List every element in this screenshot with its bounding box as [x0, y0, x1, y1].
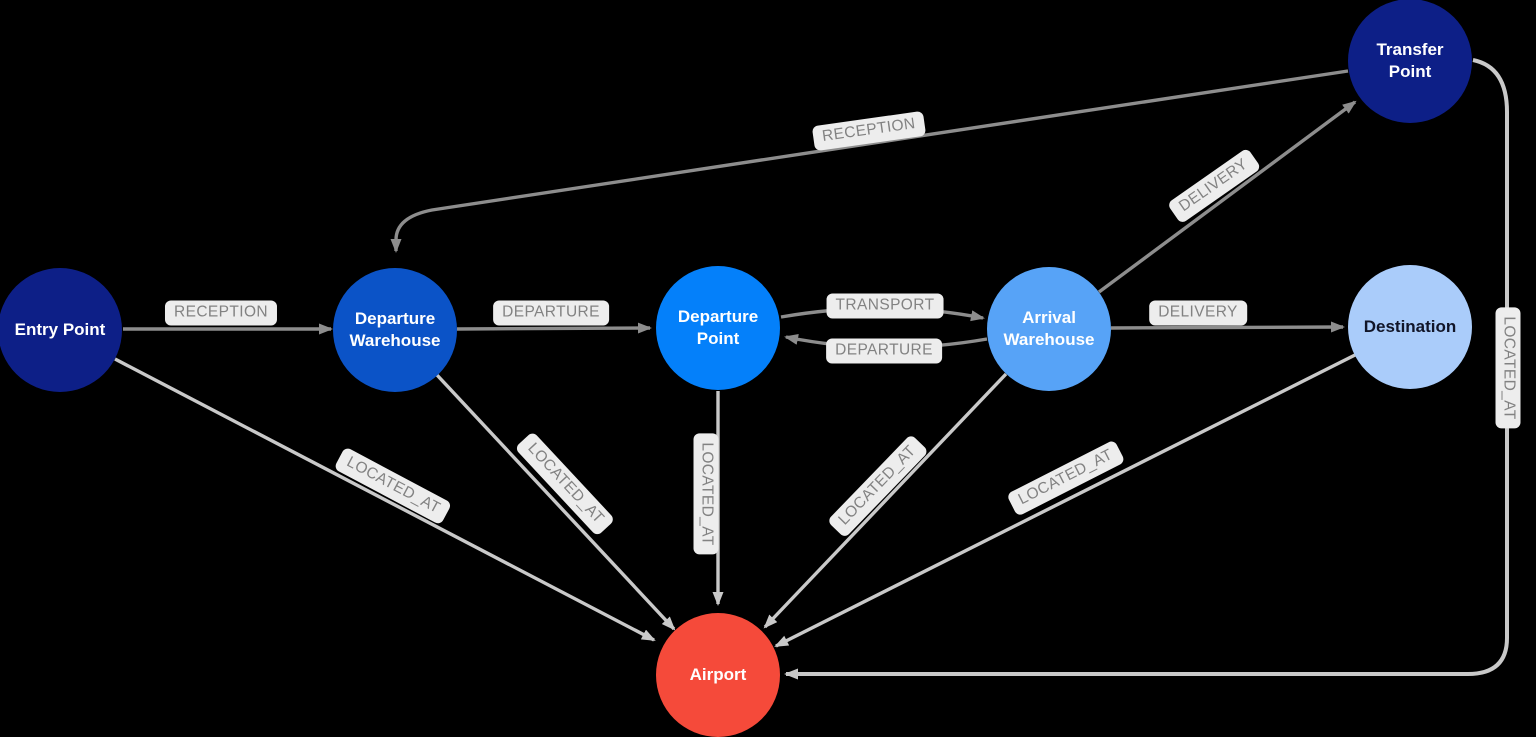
edge-delivery-arrival-to-transfer[interactable]	[1097, 100, 1357, 294]
node-entry-point[interactable]: Entry Point	[0, 268, 122, 392]
node-departure-warehouse[interactable]: Departure Warehouse	[333, 268, 457, 392]
edge-locatedat-entry-to-airport[interactable]	[114, 357, 656, 642]
node-arrival-warehouse[interactable]: Arrival Warehouse	[987, 267, 1111, 391]
node-label: Transfer Point	[1376, 39, 1444, 81]
node-label: Airport	[689, 664, 747, 684]
node-label: Entry Point	[14, 319, 106, 339]
edge-locatedat-arrival-to-airport[interactable]	[763, 372, 1008, 629]
node-label: Departure Point	[677, 306, 759, 348]
node-label: Arrival Warehouse	[1003, 307, 1095, 349]
edge-locatedat-destination-to-airport[interactable]	[774, 353, 1356, 648]
node-label: Departure Warehouse	[349, 308, 441, 350]
edge-reception-transfer-to-warehouse[interactable]	[390, 69, 1349, 253]
node-departure-point[interactable]: Departure Point	[656, 266, 780, 390]
edge-delivery-arrival-to-destination[interactable]	[1110, 321, 1345, 333]
edge-locatedat-transfer-to-airport[interactable]	[784, 58, 1509, 680]
edge-label-locatedat-transfer[interactable]: LOCATED_AT	[1495, 307, 1521, 429]
edge-label-reception[interactable]: RECEPTION	[164, 300, 278, 326]
node-label: Destination	[1363, 316, 1457, 336]
node-airport[interactable]: Airport	[656, 613, 780, 737]
edge-label-departure[interactable]: DEPARTURE	[493, 300, 609, 326]
edge-departure-warehouse-to-point[interactable]	[456, 322, 652, 334]
edge-label-locatedat-point[interactable]: LOCATED_AT	[693, 433, 719, 555]
edge-label-departure-return[interactable]: DEPARTURE	[826, 338, 942, 364]
node-destination[interactable]: Destination	[1348, 265, 1472, 389]
edge-locatedat-warehouse-to-airport[interactable]	[435, 373, 676, 631]
edge-label-transport[interactable]: TRANSPORT	[826, 293, 944, 319]
node-transfer-point[interactable]: Transfer Point	[1348, 0, 1472, 123]
edge-label-delivery[interactable]: DELIVERY	[1149, 300, 1247, 326]
